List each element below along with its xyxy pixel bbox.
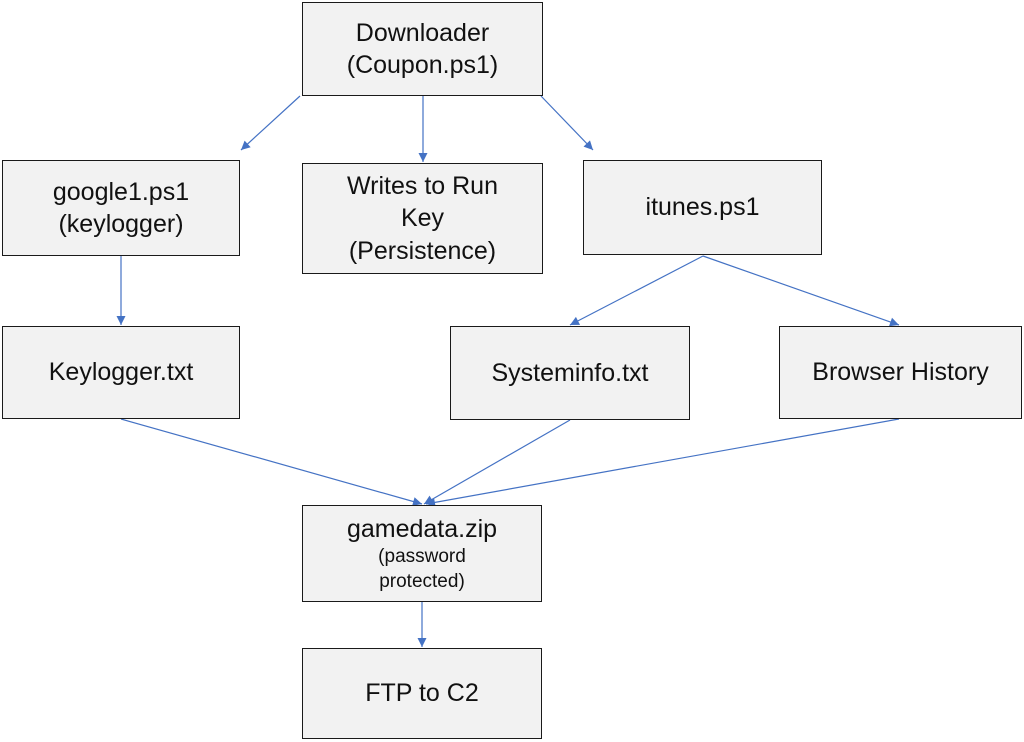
- node-gamedata-zip-note1: (password: [378, 546, 466, 568]
- node-run-key-line3: (Persistence): [348, 236, 497, 265]
- node-google1: google1.ps1 (keylogger): [2, 160, 240, 256]
- node-systeminfo-txt-label: Systeminfo.txt: [491, 358, 649, 387]
- node-run-key-line1: Writes to Run: [347, 171, 498, 200]
- arrowhead-downloader-to-itunes: [583, 140, 593, 150]
- arrowhead-downloader-to-runkey: [418, 153, 428, 162]
- node-ftp-to-c2-label: FTP to C2: [365, 679, 479, 708]
- arrowhead-keylogger-to-gamedata: [412, 497, 422, 506]
- node-itunes: itunes.ps1: [583, 160, 822, 255]
- node-keylogger-txt-label: Keylogger.txt: [48, 358, 194, 387]
- node-browser-history-label: Browser History: [812, 358, 989, 387]
- node-google1-role: (keylogger): [58, 210, 184, 238]
- arrowhead-itunes-to-sysinfo: [570, 316, 581, 325]
- arrowhead-downloader-to-google: [241, 140, 251, 150]
- connector-itunes-to-browser: [702, 255, 900, 326]
- connector-keylogger-to-gamedata: [120, 418, 423, 505]
- node-ftp-to-c2: FTP to C2: [302, 648, 542, 739]
- connector-itunes-to-sysinfo: [569, 255, 704, 326]
- node-gamedata-zip-note2: protected): [379, 570, 465, 592]
- node-browser-history: Browser History: [779, 326, 1022, 419]
- node-systeminfo-txt: Systeminfo.txt: [450, 326, 690, 420]
- node-downloader-label: Downloader: [355, 18, 490, 47]
- arrowhead-itunes-to-browser: [889, 317, 899, 327]
- arrowhead-gamedata-to-ftp: [417, 638, 427, 647]
- connector-downloader-to-itunes: [540, 95, 594, 151]
- arrowhead-google-to-keylogger: [116, 316, 126, 325]
- node-downloader: Downloader (Coupon.ps1): [302, 2, 543, 96]
- node-downloader-filename: (Coupon.ps1): [346, 51, 499, 79]
- node-run-key: Writes to Run Key (Persistence): [302, 163, 543, 274]
- node-keylogger-txt: Keylogger.txt: [2, 326, 240, 419]
- node-gamedata-zip: gamedata.zip (password protected): [302, 505, 542, 602]
- node-itunes-label: itunes.ps1: [645, 193, 760, 222]
- connector-browser-to-gamedata: [425, 418, 900, 505]
- node-google1-filename: google1.ps1: [52, 177, 190, 206]
- connector-downloader-to-google: [240, 95, 301, 151]
- node-gamedata-zip-label: gamedata.zip: [346, 514, 498, 543]
- node-run-key-line2: Key: [400, 204, 445, 233]
- connector-sysinfo-to-gamedata: [423, 419, 571, 505]
- arrowhead-browser-to-gamedata: [426, 497, 436, 507]
